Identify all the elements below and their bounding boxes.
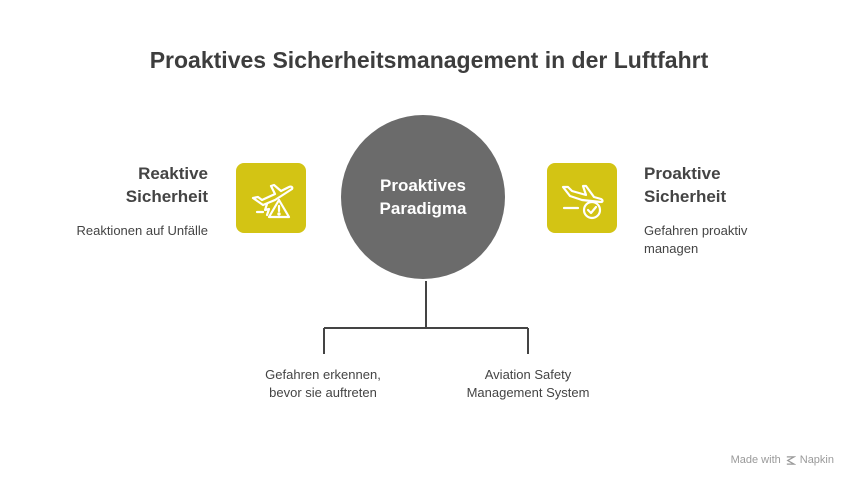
proactive-safety-title: Proaktive Sicherheit	[644, 164, 727, 206]
watermark-brand: Napkin	[799, 454, 834, 466]
plane-check-icon	[561, 184, 604, 220]
reactive-safety-description: Reaktionen auf Unfälle	[76, 223, 208, 238]
page-title: Proaktives Sicherheitsmanagement in der …	[149, 47, 709, 73]
branch-asms: Aviation Safety Management System	[466, 367, 590, 400]
napkin-watermark: Made with Napkin	[731, 454, 834, 466]
napkin-logo-icon	[786, 455, 796, 465]
central-paradigm-label: Proaktives Paradigma	[379, 176, 467, 218]
reactive-safety-icon-box	[236, 163, 306, 233]
watermark-prefix: Made with	[730, 454, 781, 466]
central-paradigm-node: Proaktives Paradigma	[341, 115, 505, 279]
plane-warning-icon	[251, 183, 294, 219]
proactive-safety-description: Gefahren proaktiv managen	[644, 223, 748, 256]
branch-hazard-identification: Gefahren erkennen, bevor sie auftreten	[265, 367, 381, 400]
proactive-safety-icon-box	[547, 163, 617, 233]
reactive-safety-title: Reaktive Sicherheit	[125, 164, 208, 206]
